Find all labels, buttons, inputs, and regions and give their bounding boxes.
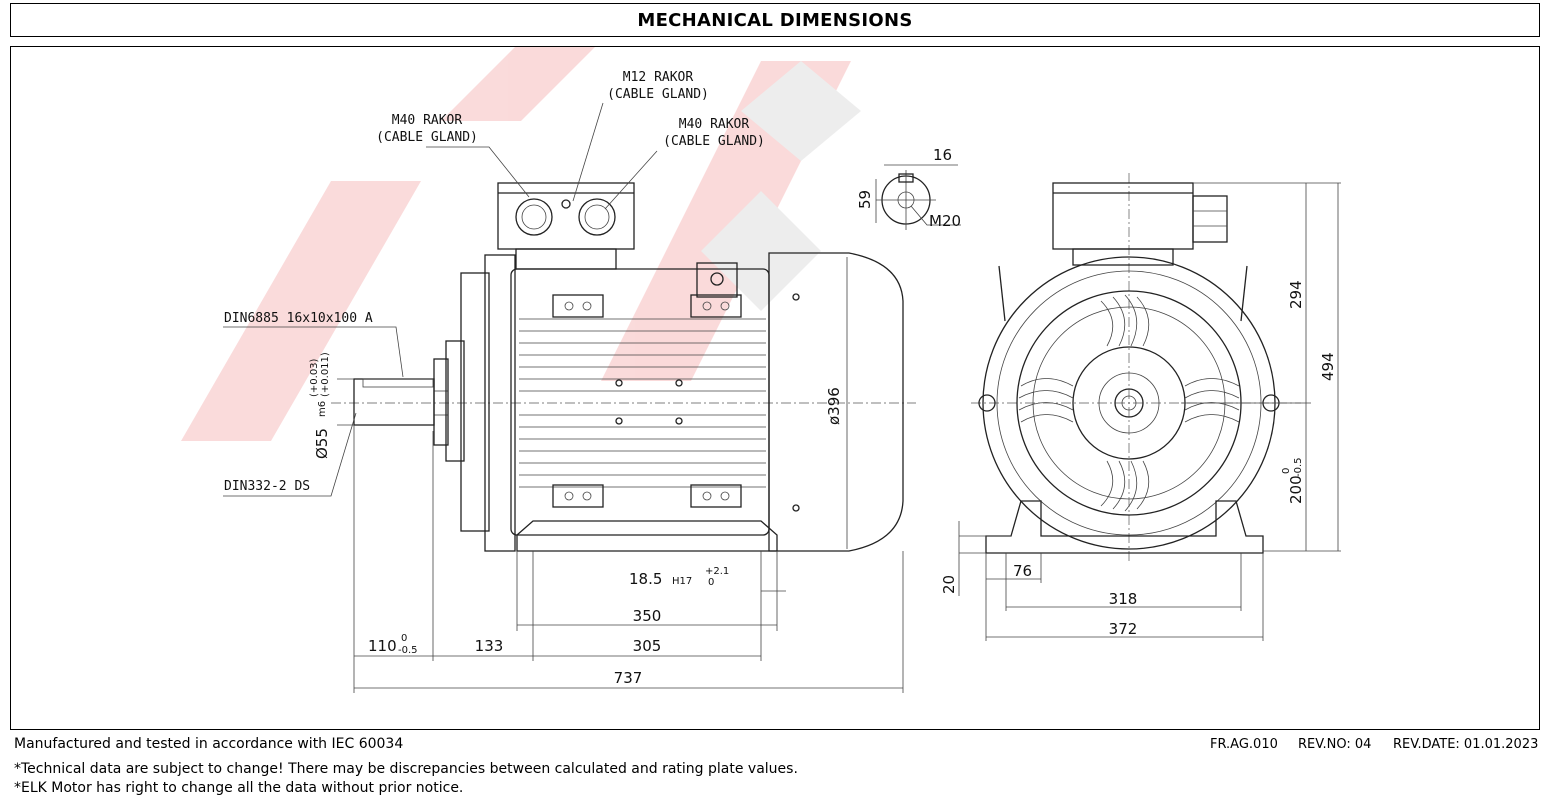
shaft-fit: m6 [317, 401, 328, 417]
shaft [353, 378, 435, 426]
page-title-box: MECHANICAL DIMENSIONS [10, 3, 1540, 37]
callout-m40-right-1: M40 RAKOR [679, 117, 750, 132]
form-code: FR.AG.010 [1210, 737, 1278, 752]
dim-110-tol-upper: 0 [401, 633, 407, 644]
cooling-fins [519, 318, 766, 488]
dim-20: 20 [940, 575, 958, 594]
keyway-detail: 16 59 M20 [856, 146, 961, 230]
dim-200-tol-upper: 0 [1281, 468, 1292, 474]
dim-slot-tol-lower: 0 [708, 577, 714, 588]
shaft-diameter: Ø55 [313, 428, 331, 459]
dim-305: 305 [633, 637, 662, 655]
revision-number: REV.NO: 04 [1298, 737, 1372, 752]
watermark-logo [181, 47, 861, 441]
dim-133: 133 [475, 637, 504, 655]
front-view: 294 494 200 0 -0.5 20 76 318 372 [940, 173, 1341, 641]
dim-76: 76 [1013, 562, 1032, 580]
footer-note-2: *ELK Motor has right to change all the d… [14, 780, 464, 796]
dim-slot: 18.5 [629, 570, 662, 588]
callout-key-spec: DIN6885 16x10x100 A [224, 311, 373, 326]
dim-294: 294 [1287, 280, 1305, 309]
page-title: MECHANICAL DIMENSIONS [637, 9, 913, 31]
callout-m40-left-2: (CABLE GLAND) [376, 130, 478, 145]
shaft-tol-upper: (+0.03) [309, 358, 320, 397]
keyway-thread: M20 [929, 212, 961, 230]
fan-spokes [1018, 294, 1240, 512]
revision-date: REV.DATE: 01.01.2023 [1393, 737, 1539, 752]
fan-cover [768, 252, 904, 552]
technical-drawing: M40 RAKOR (CABLE GLAND) M12 RAKOR (CABLE… [181, 47, 1341, 693]
dim-slot-fit: H17 [672, 576, 692, 587]
side-view-dimensions: 18.5 H17 +2.1 0 350 305 133 110 0 -0.5 7… [353, 425, 904, 693]
callout-m12-2: (CABLE GLAND) [607, 87, 709, 102]
end-shield [460, 272, 490, 532]
dim-372: 372 [1109, 620, 1138, 638]
dim-494: 494 [1319, 352, 1337, 381]
dim-350: 350 [633, 607, 662, 625]
footer-note-1: *Technical data are subject to change! T… [14, 761, 798, 777]
motor-feet [516, 520, 778, 552]
technical-drawing-frame: M40 RAKOR (CABLE GLAND) M12 RAKOR (CABLE… [10, 46, 1540, 730]
callout-centre-hole: DIN332-2 DS [224, 479, 310, 494]
callout-m40-left-1: M40 RAKOR [392, 113, 463, 128]
callout-m12-1: M12 RAKOR [623, 70, 694, 85]
dim-200-tol-lower: -0.5 [1293, 457, 1304, 477]
dim-200: 200 [1287, 475, 1305, 504]
side-view: M40 RAKOR (CABLE GLAND) M12 RAKOR (CABLE… [223, 70, 916, 693]
dim-318: 318 [1109, 590, 1138, 608]
shaft-tol-lower: (+0.011) [320, 352, 331, 397]
dim-110: 110 [368, 637, 397, 655]
fan-cover-diameter: ø396 [825, 387, 843, 425]
footer-standard: Manufactured and tested in accordance wi… [14, 736, 404, 752]
keyway-height: 59 [856, 190, 874, 209]
dim-737: 737 [614, 669, 643, 687]
callout-m40-right-2: (CABLE GLAND) [663, 134, 765, 149]
keyway-width: 16 [933, 146, 952, 164]
dim-slot-tol-upper: +2.1 [705, 566, 729, 577]
dim-110-tol-lower: -0.5 [398, 645, 418, 656]
